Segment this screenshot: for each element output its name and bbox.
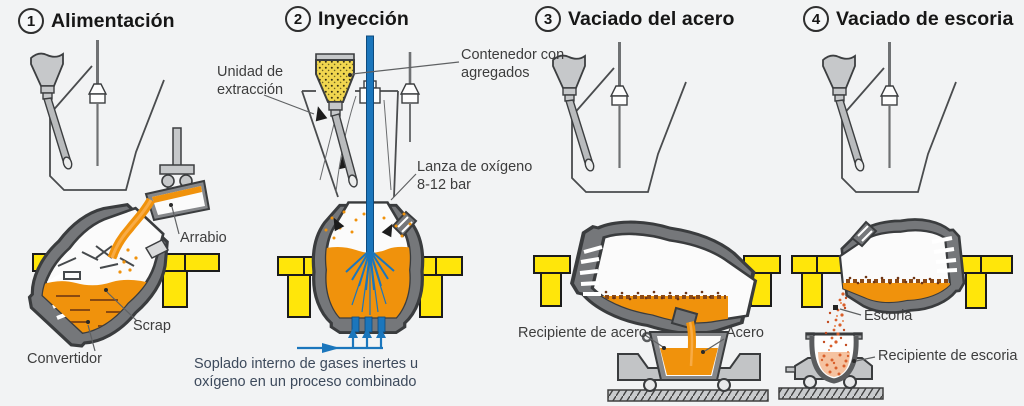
slag-pot [805, 332, 863, 384]
label-scrap: Scrap [133, 318, 171, 334]
label-recipiente-escoria: Recipiente de escoria [878, 348, 1018, 364]
tap-hole-nozzle [850, 220, 878, 248]
molten-iron-stream [107, 197, 155, 260]
label-soplado-interno: Soplado interno de gases inertes u oxíge… [194, 356, 419, 390]
converter-bath [326, 246, 410, 318]
stage-number-badge: 2 [285, 6, 311, 32]
panel-vaciado-escoria-art [778, 40, 1013, 400]
leader-lines [263, 61, 460, 201]
stage-header-2: 2 Inyección [285, 6, 409, 32]
label-convertidor: Convertidor [27, 351, 102, 367]
trunnion-ribs [579, 245, 603, 296]
sublance-port [399, 52, 421, 142]
label-recipiente-acero: Recipiente de acero [518, 325, 647, 341]
support-stand [533, 255, 571, 307]
leader-lines [644, 334, 725, 352]
stage-header-3: 3 Vaciado del acero [535, 6, 734, 32]
stage-number-badge: 1 [18, 8, 44, 34]
tap-hole-nozzle [144, 239, 170, 259]
charging-chute [821, 40, 958, 194]
converter-vessel [836, 213, 968, 319]
inert-gas-arrows [297, 328, 386, 353]
panel-inyeccion-art [263, 35, 463, 353]
support-stand [791, 255, 843, 308]
tap-hole-nozzle [391, 210, 418, 238]
trunnion-ribs [931, 236, 958, 273]
oxygen-lance [366, 35, 374, 253]
leader-lines [839, 308, 876, 362]
stage-number-badge: 3 [535, 6, 561, 32]
steel-stream [686, 321, 696, 367]
stage-title: Alimentación [51, 9, 175, 32]
stage-title: Vaciado de escoria [836, 7, 1014, 30]
stage-header-1: 1 Alimentación [18, 8, 175, 34]
charging-chute [29, 38, 166, 192]
leader-lines [87, 206, 180, 352]
ladle-arrabio [144, 179, 211, 222]
stage-title: Vaciado del acero [568, 7, 735, 30]
bottom-tuyeres [351, 316, 386, 333]
aggregate-hopper [315, 53, 358, 188]
label-acero: Acero [726, 325, 764, 341]
label-lanza-oxigeno: Lanza de oxígeno 8-12 bar [417, 159, 533, 193]
stage-title: Inyección [318, 7, 409, 30]
ground [607, 389, 769, 402]
charging-chute [551, 40, 688, 194]
label-unidad-extraccion: Unidad de extracción [217, 64, 284, 98]
label-escoria: Escoria [864, 308, 913, 324]
ground [778, 387, 884, 400]
stage-number-badge: 4 [803, 6, 829, 32]
slag-stream-particles [822, 292, 849, 353]
label-contenedor-agregados: Contenedor con agregados [461, 47, 565, 81]
stage-header-4: 4 Vaciado de escoria [803, 6, 1013, 32]
label-arrabio: Arrabio [180, 230, 227, 246]
panel-vaciado-acero-art [533, 40, 781, 402]
oxygen-spray [345, 249, 395, 315]
panel-alimentacion-art [10, 38, 220, 365]
support-stand [949, 255, 1013, 309]
